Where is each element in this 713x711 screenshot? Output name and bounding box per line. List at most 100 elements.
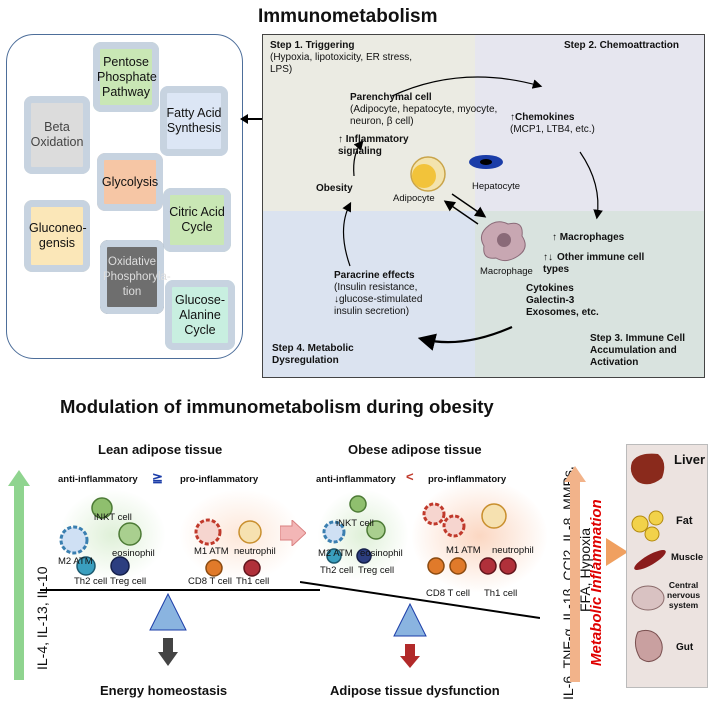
fat-icon [631, 515, 649, 533]
top-title: Immunometabolism [258, 6, 438, 27]
bottom-title: Modulation of immunometabolism during ob… [60, 396, 494, 417]
pentose-phosphate-pathway-box: Pentose Phosphate Pathway [93, 42, 159, 112]
obese-cells-illustration [322, 495, 517, 575]
step1-block: Step 1. Triggering (Hypoxia, lipotoxicit… [270, 40, 470, 76]
right-arrow-icon [606, 538, 628, 566]
organ-cns-line1: Central [668, 580, 699, 590]
gluconeogenesis-box: Gluconeo- gensis [24, 200, 90, 272]
fatty-acid-label: Fatty Acid Synthesis [166, 106, 222, 135]
citric-acid-label: Citric Acid Cycle [169, 205, 225, 234]
chemokines-title: Chemokines [515, 112, 575, 123]
orange-up-arrow-icon [564, 466, 586, 682]
lean-outcome: Energy homeostasis [100, 683, 228, 698]
cytokines-label: Cytokines [526, 283, 574, 294]
obese-th1-label: Th1 cell [484, 588, 518, 599]
step2-title: Step 2. Chemoattraction [564, 40, 680, 51]
adipocyte-hepatocyte-illustration [410, 155, 503, 192]
chemokines-block: ↑Chemokines (MCP1, LTB4, etc.) [510, 112, 640, 136]
th2-cell-icon [326, 548, 342, 564]
inflammatory-block: ↑ Inflammatory signaling [338, 134, 428, 158]
m2-atm-icon [59, 525, 89, 555]
other-immune-block: ↑↓Other immune cell types [543, 252, 653, 276]
treg-cell-icon [110, 556, 130, 576]
parenchymal-detail: (Adipocyte, hepatocyte, myocyte, neuron,… [350, 104, 498, 127]
th1-cell-icon [243, 559, 261, 577]
paracrine-title: Paracrine effects [334, 270, 415, 281]
lean-cells-illustration [59, 497, 262, 577]
m2-atm-icon [322, 520, 346, 544]
lean-inkt-label: iNKT cell [94, 512, 132, 523]
neutrophil-icon [238, 520, 262, 544]
brain-icon [631, 585, 665, 611]
hepatocyte-label: Hepatocyte [472, 181, 521, 192]
glycolysis-label: Glycolysis [101, 174, 159, 189]
cytokines-block: Cytokines Galectin-3 Exosomes, etc. [526, 283, 646, 319]
lean-cd8-label: CD8 T cell [188, 576, 232, 587]
organ-cns-line3: system [668, 600, 699, 610]
obese-pro-label: pro-inflammatory [428, 474, 507, 485]
obese-treg-label: Treg cell [358, 565, 395, 576]
adipocyte-label: Adipocyte [393, 193, 435, 204]
obese-m2-label: M2 ATM [318, 548, 353, 559]
paracrine-line1: (Insulin resistance, [334, 282, 418, 293]
cd8-t-cell-icon [427, 557, 445, 575]
step3-title: Step 3. Immune Cell Accumulation and Act… [590, 333, 686, 368]
organ-cns-block: Central nervous system [667, 580, 700, 610]
gluconeogenesis-label: Gluconeo- gensis [29, 221, 87, 250]
down-arrow-icon [400, 656, 420, 668]
inkt-cell-icon [91, 497, 113, 519]
eosinophil-icon [366, 520, 386, 540]
th2-cell-icon [76, 556, 96, 576]
organ-illustrations [630, 453, 666, 662]
organ-muscle-label: Muscle [671, 552, 704, 563]
down-arrow-icon [158, 652, 178, 666]
lean-eosinophil-label: eosinophil [112, 548, 155, 559]
other-immune-label: Other immune cell types [543, 252, 645, 275]
down-arrow-icon: ↓ [334, 294, 339, 305]
paracrine-line3: insulin secretion) [334, 306, 410, 317]
inflammatory-signaling: Inflammatory signaling [338, 134, 409, 157]
step4-title: Step 4. Metabolic Dysregulation [272, 343, 354, 366]
th1-cell-icon [479, 557, 497, 575]
fatty-acid-synthesis-box: Fatty Acid Synthesis [160, 86, 228, 156]
parenchymal-title: Parenchymal cell [350, 92, 432, 103]
glycolysis-box: Glycolysis [97, 153, 163, 211]
m1-atm-icon [422, 502, 446, 526]
citric-acid-cycle-box: Citric Acid Cycle [163, 188, 231, 252]
oxphos-label: Oxidative Phosphoryla- tion [103, 255, 171, 298]
step1-title: Step 1. Triggering [270, 40, 355, 51]
macrophage-icon [480, 221, 526, 262]
lean-neutrophil-label: neutrophil [234, 546, 276, 557]
lean-title: Lean adipose tissue [98, 442, 223, 457]
obese-inkt-label: iNKT cell [336, 518, 374, 529]
metabolic-inflammation-label: Metabolic Inflammation [588, 499, 605, 666]
obese-cd8-label: CD8 T cell [426, 588, 470, 599]
obese-m1-label: M1 ATM [446, 545, 481, 556]
organ-gut-label: Gut [676, 642, 694, 653]
up-down-arrow-icon: ↑↓ [543, 252, 553, 263]
macrophages-up-label: Macrophages [559, 232, 625, 243]
lean-th1-label: Th1 cell [236, 576, 270, 587]
gut-icon [634, 629, 663, 662]
neutrophil-icon [481, 503, 507, 529]
eosinophil-icon [118, 522, 142, 546]
treg-cell-icon [356, 548, 372, 564]
lean-anti-label: anti-inflammatory [58, 474, 138, 485]
lean-balance [40, 589, 320, 666]
obesity-label: Obesity [316, 183, 353, 194]
step2-quadrant [475, 35, 704, 211]
macrophages-up-block: ↑ Macrophages [552, 232, 624, 244]
glucose-alanine-label: Glucose- Alanine Cycle [174, 292, 226, 337]
lean-relation-sign: ≧ [152, 470, 163, 485]
organ-liver-label: Liver [674, 452, 706, 467]
obese-neutrophil-label: neutrophil [492, 545, 534, 556]
organ-cns-line2: nervous [667, 590, 701, 600]
galectin-label: Galectin-3 [526, 295, 575, 306]
fulcrum-icon [393, 602, 427, 637]
cycle-arrows [342, 76, 603, 351]
obese-th2-label: Th2 cell [320, 565, 354, 576]
organ-fat-label: Fat [676, 515, 693, 527]
glucose-alanine-cycle-box: Glucose- Alanine Cycle [165, 280, 235, 350]
paracrine-block: Paracrine effects (Insulin resistance, ↓… [334, 270, 474, 318]
lean-treg-label: Treg cell [110, 576, 147, 587]
